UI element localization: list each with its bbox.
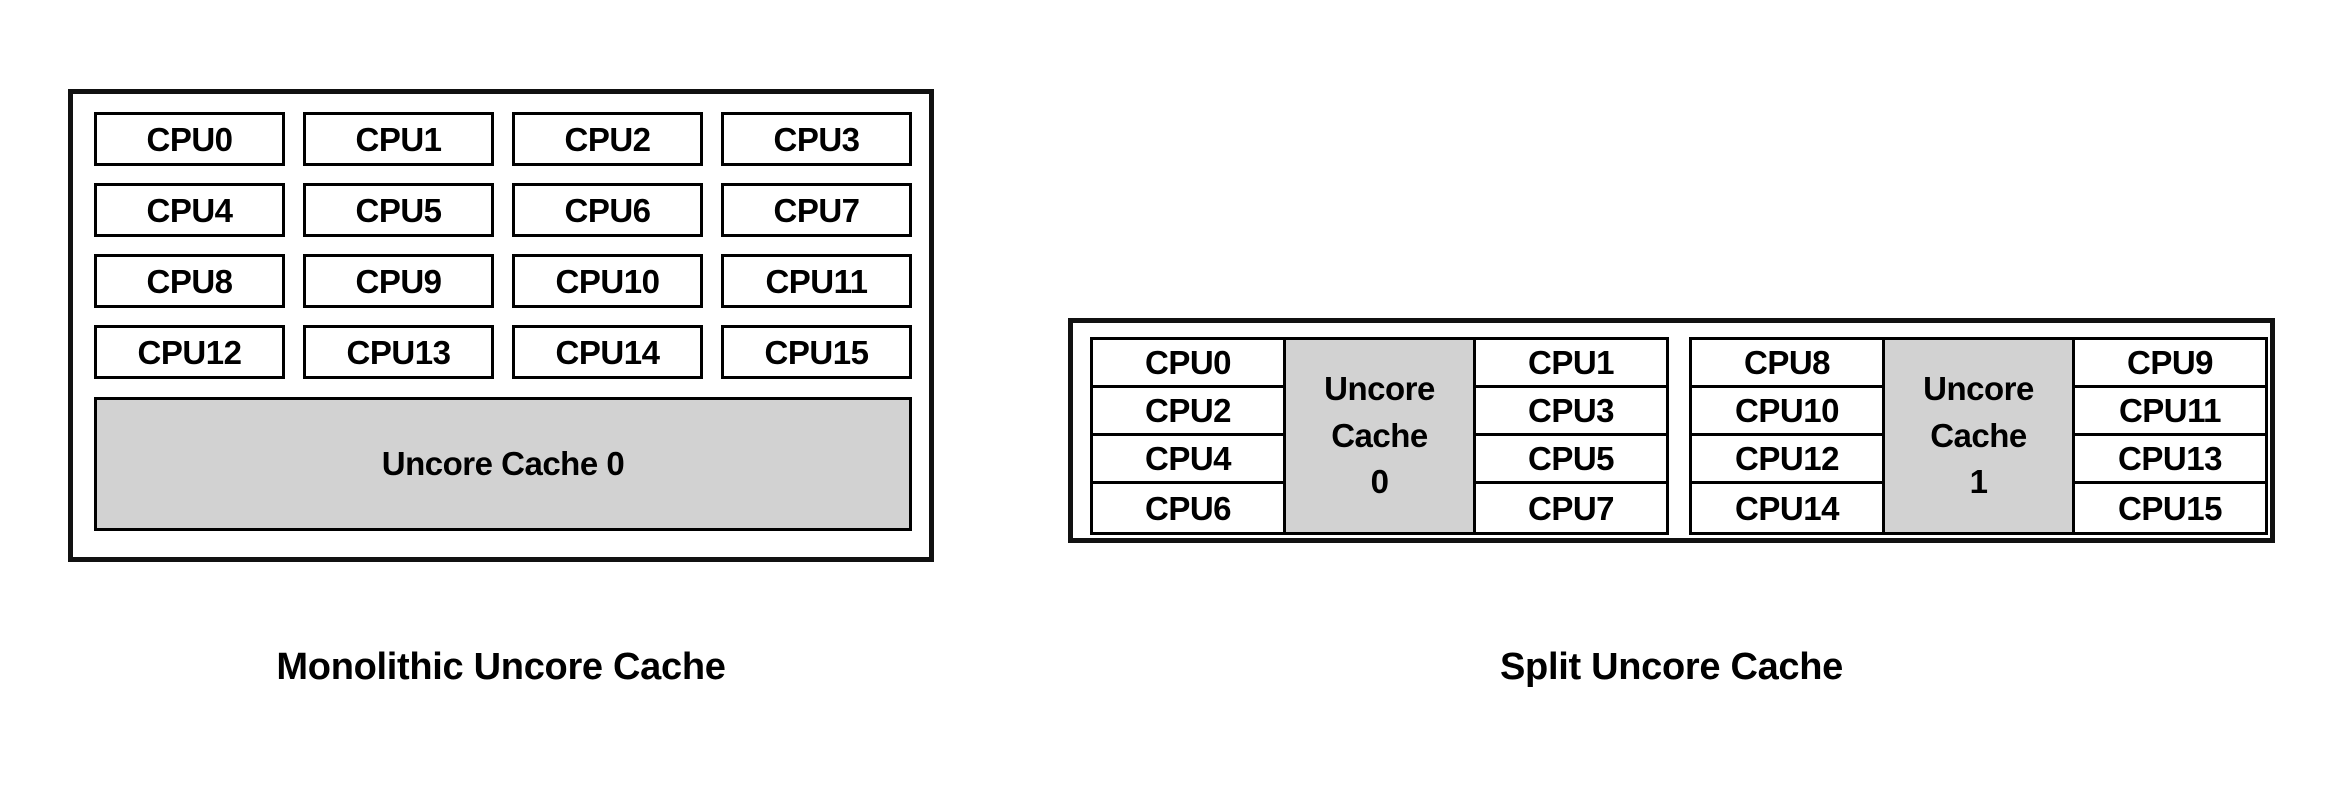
cpu-box: CPU11: [721, 254, 912, 308]
cpu-box: CPU15: [2075, 484, 2265, 532]
cpu-box: CPU11: [2075, 388, 2265, 436]
split-group: CPU8 CPU10 CPU12 CPU14 Uncore Cache 1 CP…: [1689, 337, 2268, 535]
split-groups-container: CPU0 CPU2 CPU4 CPU6 Uncore Cache 0 CPU1 …: [1090, 337, 2268, 535]
cpu-box: CPU10: [512, 254, 703, 308]
cpu-box: CPU9: [303, 254, 494, 308]
cpu-box: CPU3: [1476, 388, 1666, 436]
split-cpu-column-left: CPU0 CPU2 CPU4 CPU6: [1093, 340, 1283, 532]
uncore-cache-box: Uncore Cache 0: [1283, 340, 1476, 532]
cpu-box: CPU1: [1476, 340, 1666, 388]
monolithic-caption: Monolithic Uncore Cache: [276, 646, 726, 688]
cpu-box: CPU6: [1093, 484, 1283, 532]
cpu-box: CPU4: [94, 183, 285, 237]
cpu-box: CPU9: [2075, 340, 2265, 388]
cpu-box: CPU1: [303, 112, 494, 166]
cpu-box: CPU13: [2075, 436, 2265, 484]
split-caption: Split Uncore Cache: [1499, 646, 1844, 688]
split-cpu-column-right: CPU1 CPU3 CPU5 CPU7: [1476, 340, 1666, 532]
cpu-box: CPU12: [1692, 436, 1882, 484]
uncore-cache-line: Uncore: [1324, 369, 1435, 407]
cpu-box: CPU10: [1692, 388, 1882, 436]
uncore-cache-box: Uncore Cache 0: [94, 397, 912, 531]
uncore-cache-line: Uncore: [1923, 369, 2034, 407]
uncore-cache-box: Uncore Cache 1: [1882, 340, 2075, 532]
uncore-cache-line: Cache: [1930, 416, 2027, 454]
cpu-box: CPU4: [1093, 436, 1283, 484]
split-cpu-column-right: CPU9 CPU11 CPU13 CPU15: [2075, 340, 2265, 532]
monolithic-cpu-grid: CPU0 CPU1 CPU2 CPU3 CPU4 CPU5 CPU6 CPU7 …: [94, 112, 912, 379]
split-cpu-column-left: CPU8 CPU10 CPU12 CPU14: [1692, 340, 1882, 532]
split-group: CPU0 CPU2 CPU4 CPU6 Uncore Cache 0 CPU1 …: [1090, 337, 1669, 535]
cpu-box: CPU5: [1476, 436, 1666, 484]
split-panel: CPU0 CPU2 CPU4 CPU6 Uncore Cache 0 CPU1 …: [1068, 318, 2275, 543]
cpu-box: CPU5: [303, 183, 494, 237]
uncore-cache-line: 0: [1370, 463, 1389, 501]
monolithic-panel: CPU0 CPU1 CPU2 CPU3 CPU4 CPU5 CPU6 CPU7 …: [68, 89, 934, 562]
cpu-box: CPU0: [94, 112, 285, 166]
cpu-box: CPU7: [721, 183, 912, 237]
cpu-box: CPU13: [303, 325, 494, 379]
cpu-box: CPU12: [94, 325, 285, 379]
cpu-box: CPU14: [1692, 484, 1882, 532]
cpu-box: CPU0: [1093, 340, 1283, 388]
cpu-box: CPU8: [94, 254, 285, 308]
uncore-cache-line: Cache: [1331, 416, 1428, 454]
cpu-box: CPU2: [512, 112, 703, 166]
uncore-cache-line: 1: [1969, 463, 1988, 501]
cpu-box: CPU6: [512, 183, 703, 237]
cpu-box: CPU3: [721, 112, 912, 166]
cpu-box: CPU7: [1476, 484, 1666, 532]
cpu-box: CPU8: [1692, 340, 1882, 388]
cpu-box: CPU15: [721, 325, 912, 379]
cpu-box: CPU2: [1093, 388, 1283, 436]
cpu-box: CPU14: [512, 325, 703, 379]
